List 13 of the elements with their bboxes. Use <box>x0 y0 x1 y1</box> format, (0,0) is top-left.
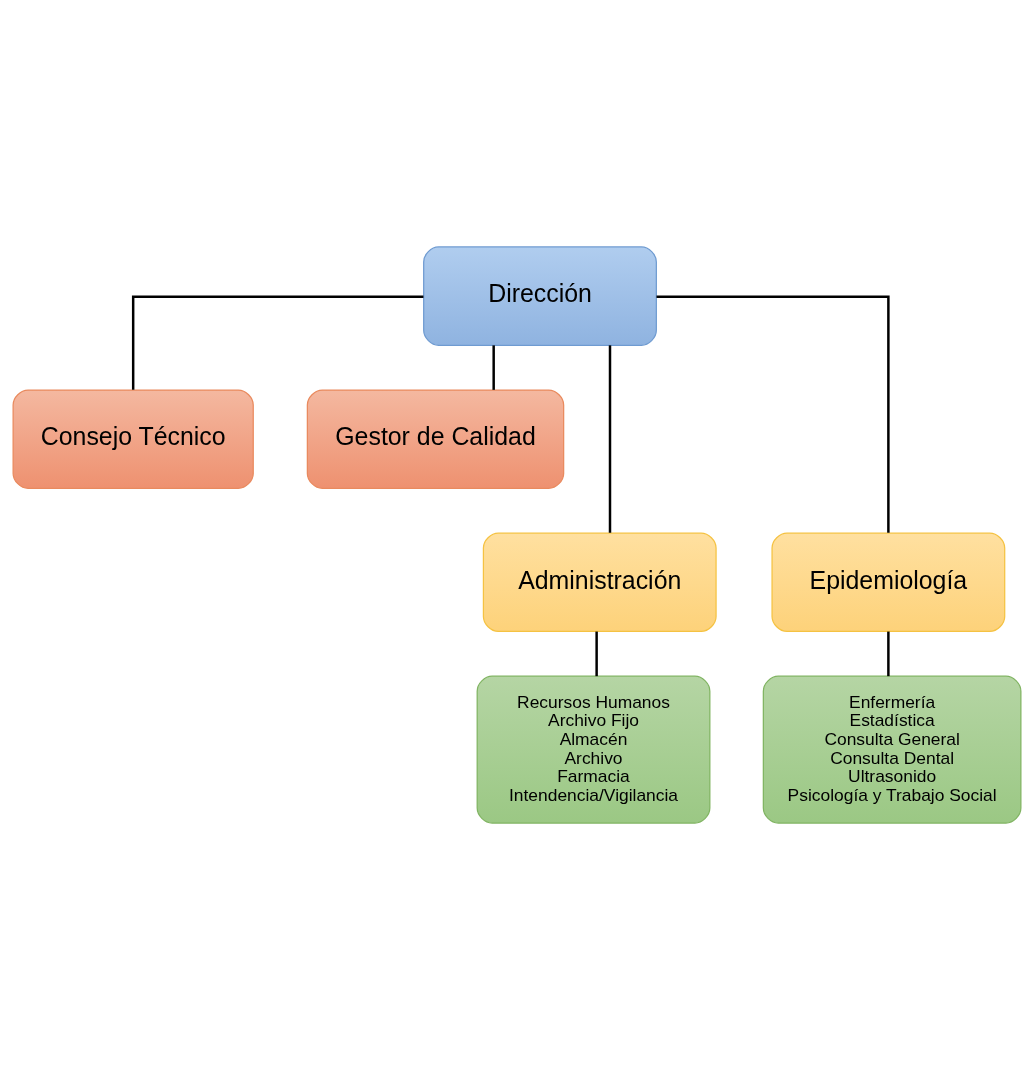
connector <box>131 295 424 390</box>
connector <box>492 344 495 390</box>
node-box: Dirección <box>423 245 657 346</box>
node-box: Epidemiología <box>771 532 1006 632</box>
connector <box>608 344 612 533</box>
node-box: Administración <box>482 532 717 632</box>
connector <box>595 631 598 676</box>
connector <box>656 295 890 533</box>
node-box: Enfermería Estadística Consulta General Consulta Dental Ultrasonido Psicología y Trabajo Social <box>762 675 1022 824</box>
node-box: Consejo Técnico <box>12 388 254 489</box>
node-box: Recursos Humanos Archivo Fijo Almacén Archivo Farmacia Intendencia/Vigilancia <box>476 675 711 824</box>
node-box: Gestor de Calidad <box>306 388 565 489</box>
connector <box>887 631 890 676</box>
